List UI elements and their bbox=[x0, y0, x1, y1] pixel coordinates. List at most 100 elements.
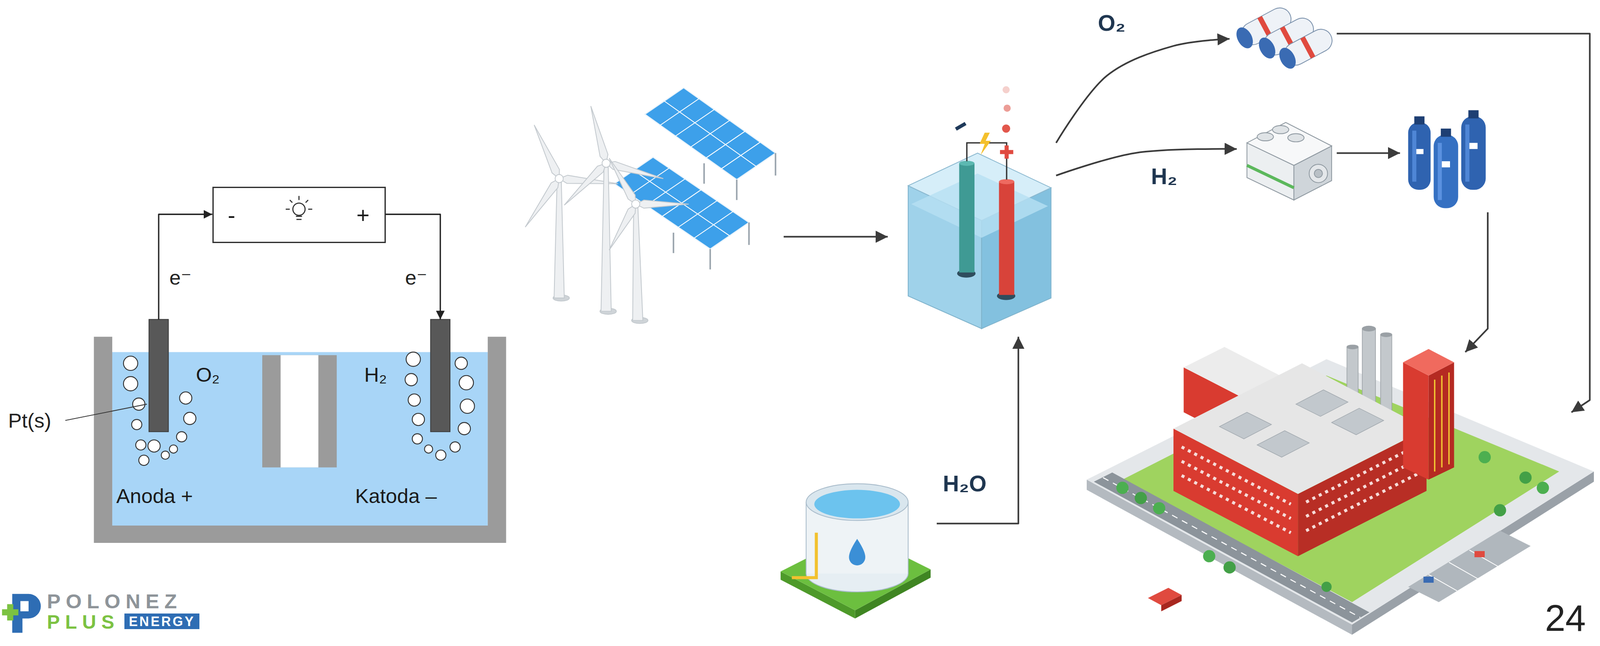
bulb-symbol bbox=[285, 195, 313, 220]
water-tank-icon bbox=[773, 474, 937, 628]
gas-bubble bbox=[147, 439, 160, 453]
wind-turbine bbox=[602, 159, 611, 168]
electrolyzer-drawing bbox=[911, 173, 1048, 238]
compressor-drawing bbox=[1272, 125, 1289, 134]
power-plant-drawing bbox=[1257, 430, 1310, 458]
solar-panel bbox=[672, 232, 675, 254]
wind-turbine bbox=[530, 123, 564, 181]
power-plant-drawing bbox=[1440, 375, 1443, 468]
bulb-symbol bbox=[305, 200, 309, 203]
oxygen-cylinders-drawing bbox=[1275, 25, 1337, 72]
flow-arrow bbox=[783, 236, 888, 238]
gas-bubble bbox=[458, 422, 471, 435]
hydrogen-tanks-drawing bbox=[1414, 116, 1425, 125]
gas-label: O₂ bbox=[195, 364, 220, 385]
gas-bubble bbox=[435, 450, 447, 461]
flow-arrow bbox=[1465, 212, 1488, 353]
tree bbox=[1153, 502, 1166, 515]
tree bbox=[1321, 582, 1332, 593]
flow-arrow bbox=[1336, 33, 1591, 413]
bulb-symbol bbox=[290, 200, 293, 203]
power-plant-icon bbox=[1081, 352, 1572, 645]
electrolyzer-icon bbox=[887, 83, 1056, 337]
power-plant-drawing bbox=[1181, 447, 1291, 505]
gas-bubble bbox=[138, 455, 150, 466]
power-plant-drawing bbox=[1306, 473, 1419, 532]
polarity-sign: + bbox=[356, 204, 370, 228]
compressor-drawing bbox=[1287, 133, 1305, 143]
hydrogen-tanks-drawing bbox=[1468, 110, 1479, 119]
hydrogen-tanks-drawing bbox=[1416, 149, 1424, 155]
solar-panel bbox=[633, 170, 730, 236]
gas-bubble bbox=[135, 439, 147, 451]
wind-turbine bbox=[605, 156, 640, 206]
tree bbox=[1202, 550, 1216, 563]
gas-bubble bbox=[161, 451, 170, 460]
compressor-drawing bbox=[1257, 132, 1274, 141]
power-plant-drawing bbox=[1181, 461, 1291, 519]
flow-arrow bbox=[385, 214, 441, 320]
flow-label: H₂O bbox=[942, 472, 987, 496]
wind-turbine bbox=[635, 200, 689, 209]
hydrogen-tanks-drawing bbox=[1437, 143, 1442, 201]
wind-turbine bbox=[561, 104, 665, 209]
gas-bubble bbox=[123, 352, 475, 466]
power-plant-drawing bbox=[1407, 531, 1531, 603]
flow-label: e⁻ bbox=[405, 267, 428, 288]
compressor-drawing bbox=[1247, 122, 1332, 201]
tree bbox=[1223, 561, 1236, 574]
water-tank-drawing bbox=[907, 502, 909, 574]
hydrogen-tanks-drawing bbox=[1412, 130, 1417, 182]
gas-bubble bbox=[408, 394, 421, 407]
hydrogen-tanks-drawing bbox=[1440, 128, 1452, 137]
hydrogen-tanks-drawing bbox=[1407, 122, 1431, 190]
wind-turbine bbox=[605, 202, 640, 252]
gas-bubble bbox=[131, 419, 143, 431]
bulb-symbol bbox=[285, 208, 290, 211]
hydrogen-tanks-drawing bbox=[1441, 161, 1451, 168]
wind-turbine bbox=[521, 176, 563, 230]
gas-bubble bbox=[455, 357, 468, 370]
gas-bubble bbox=[179, 391, 192, 405]
electrolyzer-drawing bbox=[999, 181, 1015, 295]
gas-bubble bbox=[449, 442, 461, 453]
compressor-drawing bbox=[1314, 169, 1323, 178]
electrolyzer-drawing bbox=[1004, 145, 1009, 160]
solar-panel bbox=[673, 222, 750, 270]
logo-text: POLONEZ bbox=[46, 591, 183, 612]
flow-arrow bbox=[936, 336, 1019, 524]
power-plant-drawing bbox=[1423, 576, 1434, 584]
solar-panel bbox=[703, 163, 705, 184]
tree bbox=[1116, 451, 1549, 593]
power-plant-drawing bbox=[1181, 475, 1291, 534]
logo-icon bbox=[6, 604, 14, 621]
power-plant-drawing bbox=[1173, 363, 1427, 495]
power-plant-drawing bbox=[1403, 349, 1455, 376]
wind-turbine bbox=[631, 200, 640, 209]
power-plant-drawing bbox=[1449, 562, 1478, 580]
electrolysis-cell-drawing bbox=[280, 355, 319, 468]
power-plant-drawing bbox=[1219, 412, 1272, 440]
flow-arrow bbox=[1055, 149, 1237, 176]
wind-turbine bbox=[521, 104, 689, 324]
gas-label: H₂ bbox=[364, 364, 387, 385]
flow-label: O₂ bbox=[1098, 12, 1126, 35]
electrode-label: Pt(s) bbox=[8, 410, 52, 431]
hydrogen-tanks-drawing bbox=[1461, 116, 1486, 191]
solar-panel bbox=[660, 98, 761, 170]
electrolyzer-drawing bbox=[1003, 104, 1011, 112]
power-plant-drawing bbox=[1428, 362, 1455, 480]
electrode-name: Katoda – bbox=[355, 485, 437, 507]
logo-icon bbox=[20, 601, 29, 612]
gas-bubble bbox=[412, 433, 423, 445]
solar-panel bbox=[709, 249, 712, 270]
oxygen-cylinders-drawing bbox=[1275, 45, 1299, 72]
power-plant-drawing bbox=[1086, 326, 1594, 636]
wind-turbine bbox=[605, 159, 665, 183]
power-plant-drawing bbox=[1219, 390, 1384, 458]
wind-turbine bbox=[632, 204, 643, 321]
bulb-symbol bbox=[296, 215, 303, 218]
